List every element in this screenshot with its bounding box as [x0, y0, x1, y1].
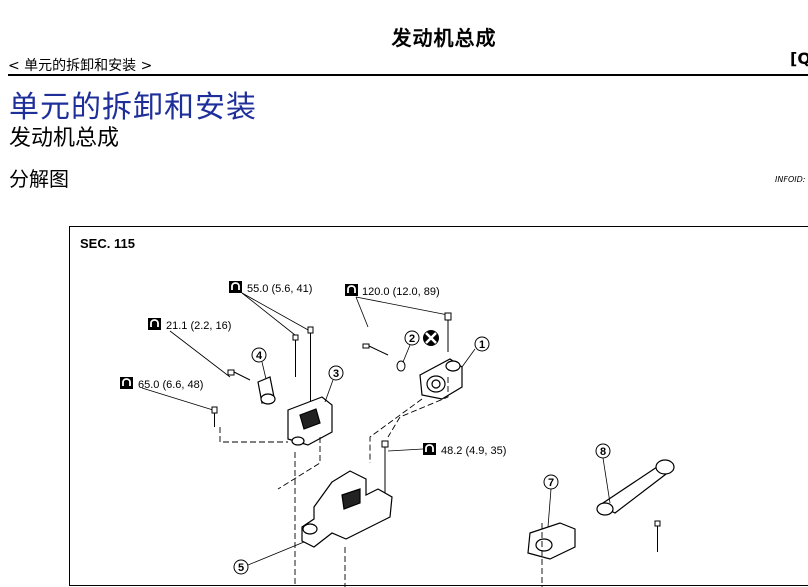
- bolt: [444, 312, 452, 352]
- alignment-lines: [219, 377, 543, 587]
- callout-4: 4: [251, 347, 267, 380]
- torque-spec-4: 65.0 (6.6, 48): [119, 376, 203, 391]
- bolt: [381, 440, 389, 497]
- torque-spec-2: 120.0 (12.0, 89): [344, 283, 440, 298]
- info-id: INFOID:: [775, 175, 806, 184]
- section-label: SEC. 115: [80, 236, 135, 251]
- svg-text:5: 5: [238, 562, 244, 574]
- torque-spec-1: 55.0 (5.6, 41): [228, 280, 312, 295]
- exploded-view-figure: SEC. 115 55.0 (5.6, 41) 120.0 (12.0, 89)…: [69, 226, 808, 587]
- bushing: [257, 376, 276, 405]
- bolt: [227, 369, 251, 381]
- torque-wrench-icon: [119, 376, 134, 390]
- torque-wrench-icon: [344, 283, 359, 297]
- callout-1: 1: [461, 336, 490, 368]
- leader-lines: [141, 292, 449, 452]
- torque-spec-5: 48.2 (4.9, 35): [422, 442, 506, 457]
- bolt: [362, 343, 389, 356]
- callout-8: 8: [595, 443, 611, 504]
- subsection-title: 发动机总成: [9, 126, 120, 151]
- torque-spec-3: 21.1 (2.2, 16): [147, 317, 231, 332]
- svg-text:3: 3: [333, 368, 339, 380]
- bolt: [292, 334, 299, 377]
- do-not-reuse-icon: [423, 330, 439, 346]
- svg-text:2: 2: [409, 333, 415, 345]
- bolt: [654, 520, 661, 552]
- callout-2: 2: [402, 330, 420, 363]
- bolt: [307, 326, 314, 412]
- svg-text:48.2 (4.9, 35): 48.2 (4.9, 35): [441, 445, 506, 457]
- torque-wrench-icon: [147, 317, 162, 331]
- bolt: [211, 406, 218, 427]
- document-title: 发动机总成: [391, 26, 497, 50]
- svg-text:1: 1: [479, 339, 485, 351]
- svg-text:65.0 (6.6, 48): 65.0 (6.6, 48): [138, 379, 203, 391]
- breadcrumb: < 单元的拆卸和安装 >: [8, 58, 153, 74]
- svg-text:21.1 (2.2, 16): 21.1 (2.2, 16): [166, 320, 231, 332]
- bolts: [211, 312, 661, 552]
- view-title: 分解图: [9, 167, 69, 191]
- washer: [396, 360, 406, 372]
- section-code: [Q: [790, 49, 808, 68]
- callout-7: 7: [543, 474, 559, 528]
- torque-rod: [527, 459, 675, 560]
- torque-wrench-icon: [422, 442, 437, 456]
- exploded-view-diagram: SEC. 115 55.0 (5.6, 41) 120.0 (12.0, 89)…: [80, 236, 675, 587]
- torque-wrench-icon: [228, 280, 243, 294]
- svg-text:120.0 (12.0, 89): 120.0 (12.0, 89): [362, 286, 440, 298]
- callout-3: 3: [324, 365, 344, 403]
- svg-text:55.0 (5.6, 41): 55.0 (5.6, 41): [247, 283, 312, 295]
- lower-bracket: [301, 470, 393, 548]
- callout-5: 5: [233, 541, 305, 575]
- svg-text:7: 7: [548, 477, 554, 489]
- engine-mount-bracket: [287, 396, 333, 446]
- svg-text:8: 8: [600, 446, 606, 458]
- header-rule: [8, 74, 808, 76]
- svg-text:4: 4: [256, 350, 263, 362]
- upper-mount: [419, 358, 463, 400]
- section-title: 单元的拆卸和安装: [9, 90, 257, 125]
